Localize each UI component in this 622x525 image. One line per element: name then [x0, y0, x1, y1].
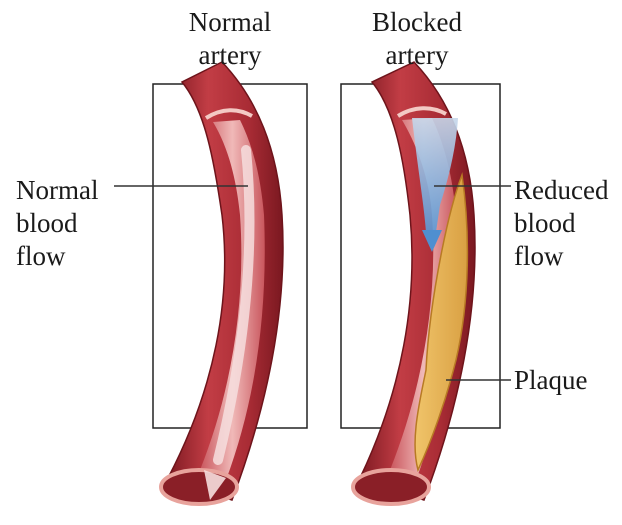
normal-flow-label-line-1: Normal: [16, 174, 98, 207]
normal-blood-flow-label: Normal blood flow: [16, 174, 98, 273]
blocked-artery-bottom-opening: [353, 470, 429, 504]
reduced-blood-flow-label: Reduced blood flow: [514, 174, 608, 273]
reduced-flow-label-line-3: flow: [514, 240, 608, 273]
reduced-flow-label-line-1: Reduced: [514, 174, 608, 207]
plaque-label: Plaque: [514, 364, 588, 397]
blocked-artery-title: Blocked artery: [332, 6, 502, 72]
blocked-artery: [353, 62, 475, 504]
normal-artery-title: Normal artery: [150, 6, 310, 72]
normal-artery-bottom-opening: [161, 470, 237, 504]
normal-artery-title-line-2: artery: [150, 39, 310, 72]
normal-artery: [161, 62, 283, 504]
blocked-artery-title-line-1: Blocked: [332, 6, 502, 39]
normal-flow-label-line-2: blood: [16, 207, 98, 240]
normal-flow-label-line-3: flow: [16, 240, 98, 273]
normal-artery-title-line-1: Normal: [150, 6, 310, 39]
blocked-artery-title-line-2: artery: [332, 39, 502, 72]
reduced-flow-label-line-2: blood: [514, 207, 608, 240]
plaque-label-text: Plaque: [514, 364, 588, 397]
